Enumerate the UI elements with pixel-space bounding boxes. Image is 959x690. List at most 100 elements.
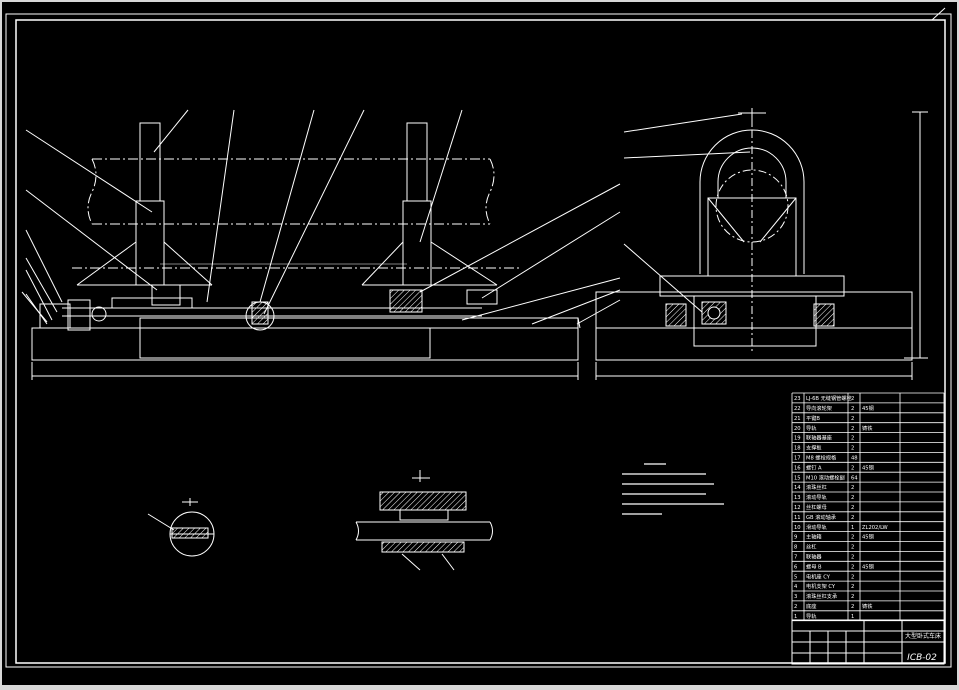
parts-cell-name: 滚珠丝杠: [806, 483, 827, 491]
parts-cell-qty: 64: [851, 475, 858, 481]
parts-cell-qty: 2: [851, 505, 854, 511]
parts-cell-qty: 2: [851, 535, 854, 541]
parts-cell-qty: 2: [851, 604, 854, 610]
parts-cell-qty: 2: [851, 465, 854, 471]
parts-cell-no: 9: [794, 535, 797, 541]
parts-cell-no: 7: [794, 555, 797, 561]
coupling: [91, 306, 107, 322]
parts-cell-qty: 2: [851, 416, 854, 422]
parts-cell-no: 6: [794, 564, 797, 570]
parts-cell-qty: 2: [851, 564, 854, 570]
parts-cell-no: 21: [794, 416, 801, 422]
parts-cell-name: M10 滚动螺栓副: [806, 473, 845, 481]
parts-cell-name: 主轴箱: [806, 533, 822, 541]
parts-cell-name: 联轴器基座: [806, 434, 832, 442]
parts-cell-no: 1: [794, 614, 797, 620]
parts-cell-no: 8: [794, 545, 797, 551]
parts-cell-no: 20: [794, 426, 801, 432]
side-view: [595, 108, 928, 380]
parts-cell-qty: 2: [851, 446, 854, 452]
parts-cell-qty: 2: [851, 436, 854, 442]
parts-cell-no: 16: [794, 465, 801, 471]
parts-cell-name: 螺母 B: [806, 562, 822, 570]
parts-cell-name: 联轴器: [806, 553, 822, 561]
guide-rail: [139, 317, 579, 329]
parts-cell-no: 18: [794, 446, 801, 452]
parts-cell-name: LJ-6B 无缝钢管螺栓: [806, 394, 853, 402]
workpiece-section: [715, 169, 789, 243]
parts-cell-no: 4: [794, 584, 798, 590]
parts-cell-no: 12: [794, 505, 801, 511]
parts-cell-no: 15: [794, 475, 801, 481]
parts-cell-name: 导轨: [806, 424, 816, 432]
bed-base: [139, 327, 431, 359]
front-view: [21, 109, 621, 380]
parts-cell-name: GB 滚动轴承: [806, 513, 837, 521]
parts-cell-name: 螺钉 A: [806, 463, 822, 471]
right-support-post: [406, 122, 428, 202]
parts-cell-no: 19: [794, 436, 801, 442]
left-support-foot: [151, 284, 181, 306]
right-support-brace: [430, 241, 498, 286]
parts-cell-qty: 2: [851, 545, 854, 551]
parts-cell-no: 13: [794, 495, 801, 501]
parts-cell-material: 铸铁: [862, 602, 872, 610]
parts-cell-qty: 2: [851, 574, 854, 580]
parts-cell-material: 45钢: [862, 562, 874, 570]
parts-cell-material: 铸铁: [862, 424, 872, 432]
parts-cell-qty: 2: [851, 515, 854, 521]
parts-cell-name: 导轨: [806, 612, 816, 620]
section-b-lower-block: [381, 541, 465, 553]
parts-cell-material: 45钢: [862, 463, 874, 471]
inner-frame: [15, 19, 946, 664]
title-block-name: 大型卧式车床: [905, 632, 941, 640]
parts-cell-name: 丝杠: [806, 543, 816, 551]
parts-cell-no: 22: [794, 406, 801, 412]
parts-cell-name: 导向滚轮架: [806, 404, 832, 412]
parts-cell-material: 45钢: [862, 404, 874, 412]
outer-frame: [5, 13, 952, 668]
parts-cell-no: 11: [794, 515, 801, 521]
left-support-brace: [163, 241, 213, 286]
parts-cell-name: 滑动导轨: [806, 523, 827, 531]
section-b: [355, 470, 493, 571]
parts-cell-qty: 2: [851, 594, 854, 600]
left-support-body: [135, 200, 165, 286]
parts-cell-material: ZL202/LW: [862, 525, 888, 531]
workpiece-outline: [87, 158, 495, 225]
parts-cell-name: 底座: [806, 602, 816, 610]
parts-cell-no: 2: [794, 604, 797, 610]
parts-cell-no: 3: [794, 594, 797, 600]
technical-notes: [622, 463, 724, 515]
parts-cell-qty: 2: [851, 406, 854, 412]
parts-cell-name: 丝杠螺母: [806, 503, 827, 511]
corner-mark: [931, 7, 946, 21]
rail-left: [665, 303, 687, 327]
title-block: [791, 619, 945, 665]
nut-block: [389, 289, 423, 313]
parts-cell-name: 电机座 CY: [806, 572, 831, 580]
parts-cell-no: 14: [794, 485, 801, 491]
parts-cell-no: 17: [794, 456, 801, 462]
parts-cell-qty: 2: [851, 426, 854, 432]
parts-cell-name: 平键B: [806, 414, 820, 422]
parts-cell-name: 滚珠丝杠支承: [806, 592, 838, 600]
parts-cell-qty: 2: [851, 495, 854, 501]
parts-cell-name: 支撑板: [806, 444, 822, 452]
parts-cell-qty: 2: [851, 485, 854, 491]
machine-bed: [31, 327, 579, 361]
parts-cell-name: M8 螺栓规格: [806, 454, 837, 462]
parts-cell-name: 滚动导轨: [806, 493, 827, 501]
drawing-number: ICB-02: [907, 653, 937, 663]
parts-cell-qty: 1: [851, 614, 854, 620]
parts-cell-qty: 2: [851, 555, 854, 561]
left-support-brace: [76, 241, 137, 286]
section-b-upper-block: [379, 491, 467, 511]
parts-cell-qty: 1: [851, 525, 854, 531]
parts-cell-name: 电机支架 CY: [806, 582, 836, 590]
parts-cell-material: 45钢: [862, 533, 874, 541]
